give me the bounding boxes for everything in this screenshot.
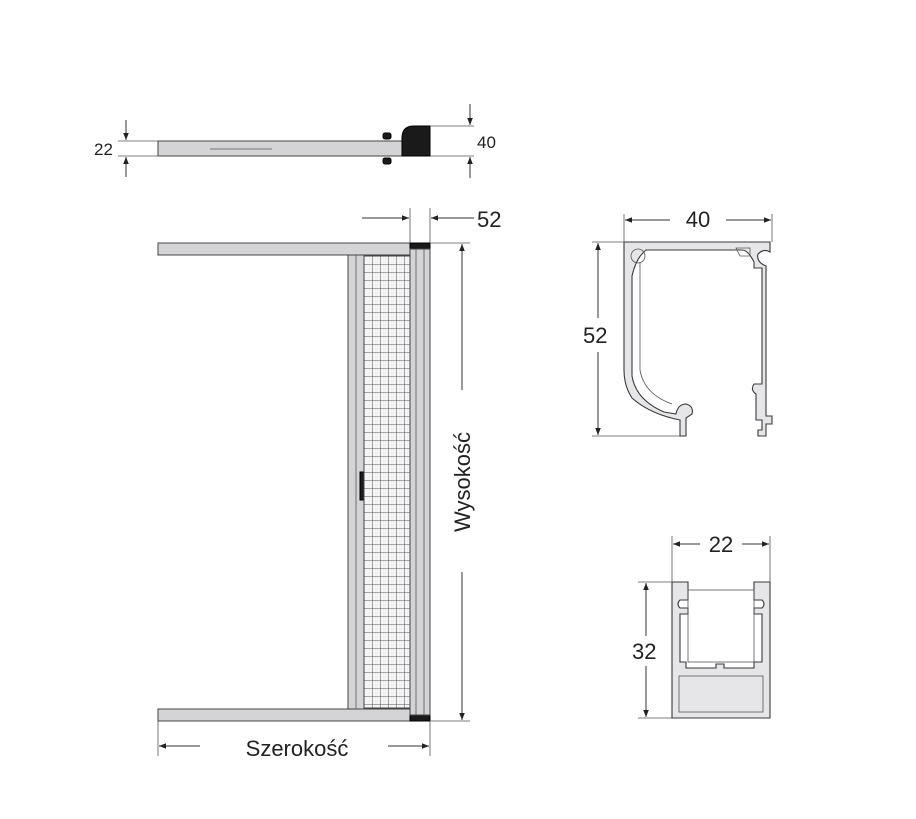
top-view-knob-bottom bbox=[382, 157, 392, 165]
bottom-rail-end-cap bbox=[409, 714, 431, 722]
dim-label-height: Wysokość bbox=[450, 432, 475, 532]
top-rail bbox=[157, 242, 413, 256]
dim-label-40-top: 40 bbox=[477, 133, 496, 152]
dim-label-40-profile: 40 bbox=[686, 207, 710, 232]
bottom-rail bbox=[157, 708, 413, 722]
top-view-bar bbox=[157, 140, 403, 157]
profile-large: 40 52 bbox=[583, 207, 773, 437]
dim-label-52-front: 52 bbox=[477, 207, 501, 232]
dim-label-22-profile: 22 bbox=[709, 532, 733, 557]
mesh-panel bbox=[363, 255, 411, 709]
top-rail-end-cap bbox=[409, 242, 431, 250]
profile-small-upper-cavity bbox=[687, 589, 755, 663]
top-view-handle bbox=[401, 125, 431, 157]
profile-small-outline bbox=[671, 581, 771, 719]
profile-large-clip bbox=[735, 247, 751, 257]
profile-large-inner-curve bbox=[639, 262, 673, 405]
dim-label-52-profile: 52 bbox=[583, 323, 607, 348]
profile-large-channel bbox=[630, 248, 646, 264]
top-view-knob bbox=[382, 132, 392, 140]
top-view: 22 40 bbox=[94, 104, 496, 178]
inner-stile-handle bbox=[359, 471, 365, 501]
dim-label-22-top: 22 bbox=[94, 140, 113, 159]
profile-small: 22 32 bbox=[632, 532, 771, 719]
profile-small-lower-cavity bbox=[678, 675, 764, 713]
dim-label-32-profile: 32 bbox=[632, 639, 656, 664]
front-view: 52 Wysokość Szerokość bbox=[157, 207, 501, 761]
dim-label-width: Szerokość bbox=[246, 736, 349, 761]
cassette bbox=[409, 248, 431, 716]
profile-large-outline bbox=[623, 241, 773, 437]
